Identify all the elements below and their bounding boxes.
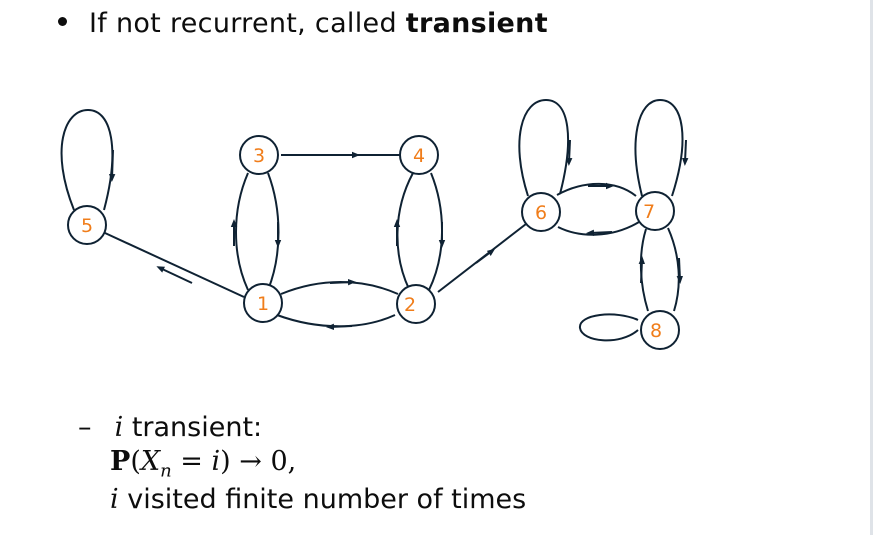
arrow-6-6 <box>565 139 573 166</box>
subbullet-var-i: i <box>114 412 124 443</box>
subbullet-transient: – i transient: <box>78 412 262 443</box>
formula-close: ) → 0, <box>220 446 297 477</box>
bullet-text: If not recurrent, called <box>89 8 406 39</box>
formula-sub-n: n <box>160 460 172 482</box>
arrow-8-7 <box>638 256 646 284</box>
edge-8-8 <box>579 313 639 342</box>
arrow-7-8 <box>676 257 684 284</box>
markov-chain-diagram: 5 3 4 1 2 6 7 8 <box>60 98 689 350</box>
subbullet-dash: – <box>78 412 92 443</box>
node-label-6: 6 <box>535 202 547 224</box>
edge-7-8 <box>667 227 680 312</box>
edge-4-2 <box>428 172 443 291</box>
edge-7-7 <box>634 98 684 197</box>
node-label-8: 8 <box>650 320 662 342</box>
arrow-7-6 <box>586 229 613 237</box>
node-label-1: 1 <box>257 293 269 315</box>
edge-2-1 <box>276 314 396 328</box>
right-edge-strip <box>870 0 873 535</box>
node-label-3: 3 <box>253 145 265 167</box>
node-3 <box>239 135 279 175</box>
node-label-7: 7 <box>643 201 655 223</box>
bullet-transient-definition: If not recurrent, called transient <box>58 8 548 39</box>
visited-text: visited finite number of times <box>118 484 527 515</box>
node-7 <box>635 191 675 231</box>
node-1 <box>243 283 283 323</box>
node-4 <box>399 135 439 175</box>
formula-line: P(Xn = i) → 0, <box>110 446 296 481</box>
arrow-7-7 <box>681 139 689 166</box>
edge-1-2 <box>280 281 399 295</box>
bullet-dot <box>58 17 67 26</box>
arrow-1-2 <box>329 278 356 286</box>
arrow-1-5 <box>156 266 193 284</box>
edge-6-6 <box>518 98 570 197</box>
node-label-4: 4 <box>413 145 425 167</box>
edge-1-3 <box>235 172 249 291</box>
formula-open: ( <box>130 446 141 477</box>
bullet-emphasis: transient <box>405 8 548 39</box>
arrow-2-6 <box>475 248 496 264</box>
node-2 <box>396 284 436 324</box>
subbullet-label: transient: <box>123 412 263 443</box>
node-label-2: 2 <box>404 294 416 316</box>
visited-var-i: i <box>110 484 119 515</box>
visited-line: i visited finite number of times <box>110 484 526 515</box>
node-label-5: 5 <box>81 215 93 237</box>
edge-2-4 <box>396 172 414 290</box>
edge-6-7 <box>556 182 637 197</box>
formula-eq: = <box>171 446 212 477</box>
node-8 <box>640 310 680 350</box>
node-6 <box>521 192 561 232</box>
edge-7-6 <box>557 221 640 236</box>
node-5 <box>67 205 107 245</box>
arrow-5-5 <box>108 149 116 182</box>
arrow-2-1 <box>326 323 353 331</box>
edge-5-5 <box>60 108 114 211</box>
edge-1-5 <box>104 232 245 298</box>
edge-3-1 <box>267 172 280 291</box>
formula-i: i <box>211 446 221 477</box>
formula-x: X <box>140 446 161 477</box>
formula-p: P <box>110 446 131 477</box>
